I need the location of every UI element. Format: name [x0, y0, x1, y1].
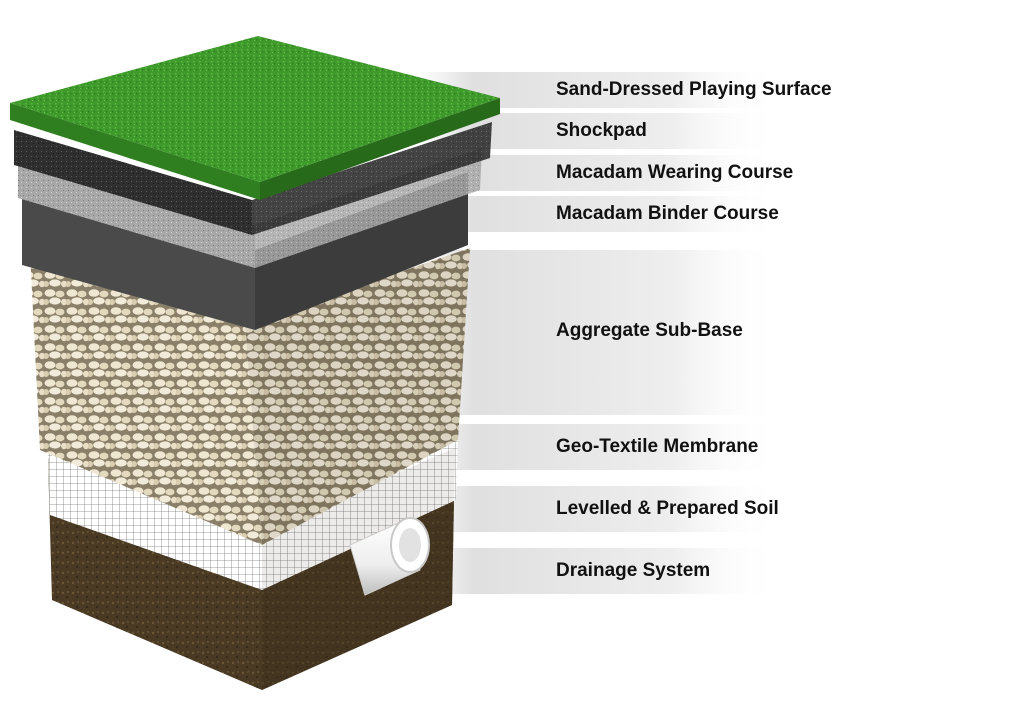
label-levelled-prepared-soil: Levelled & Prepared Soil	[556, 498, 779, 519]
shockpad-layer-icon	[14, 122, 492, 235]
aggregate-layer-icon	[30, 248, 470, 545]
label-sand-dressed-playing-surface: Sand-Dressed Playing Surface	[556, 79, 832, 100]
label-aggregate-sub-base: Aggregate Sub-Base	[556, 320, 743, 341]
geotextile-layer-icon	[48, 440, 458, 590]
turf-layer-icon	[10, 36, 500, 200]
label-band-geotex	[420, 424, 780, 470]
label-shockpad: Shockpad	[556, 120, 647, 141]
label-band-binder	[420, 196, 780, 232]
label-bands	[420, 72, 780, 594]
label-band-drain	[420, 548, 780, 594]
label-band-subbase	[420, 250, 780, 415]
label-macadam-wearing-course: Macadam Wearing Course	[556, 162, 794, 183]
label-band-soil	[420, 486, 780, 532]
label-geo-textile-membrane: Geo-Textile Membrane	[556, 436, 759, 457]
drain-pipe-icon	[349, 517, 430, 596]
label-drainage-system: Drainage System	[556, 560, 711, 581]
label-macadam-binder-course: Macadam Binder Course	[556, 203, 779, 224]
